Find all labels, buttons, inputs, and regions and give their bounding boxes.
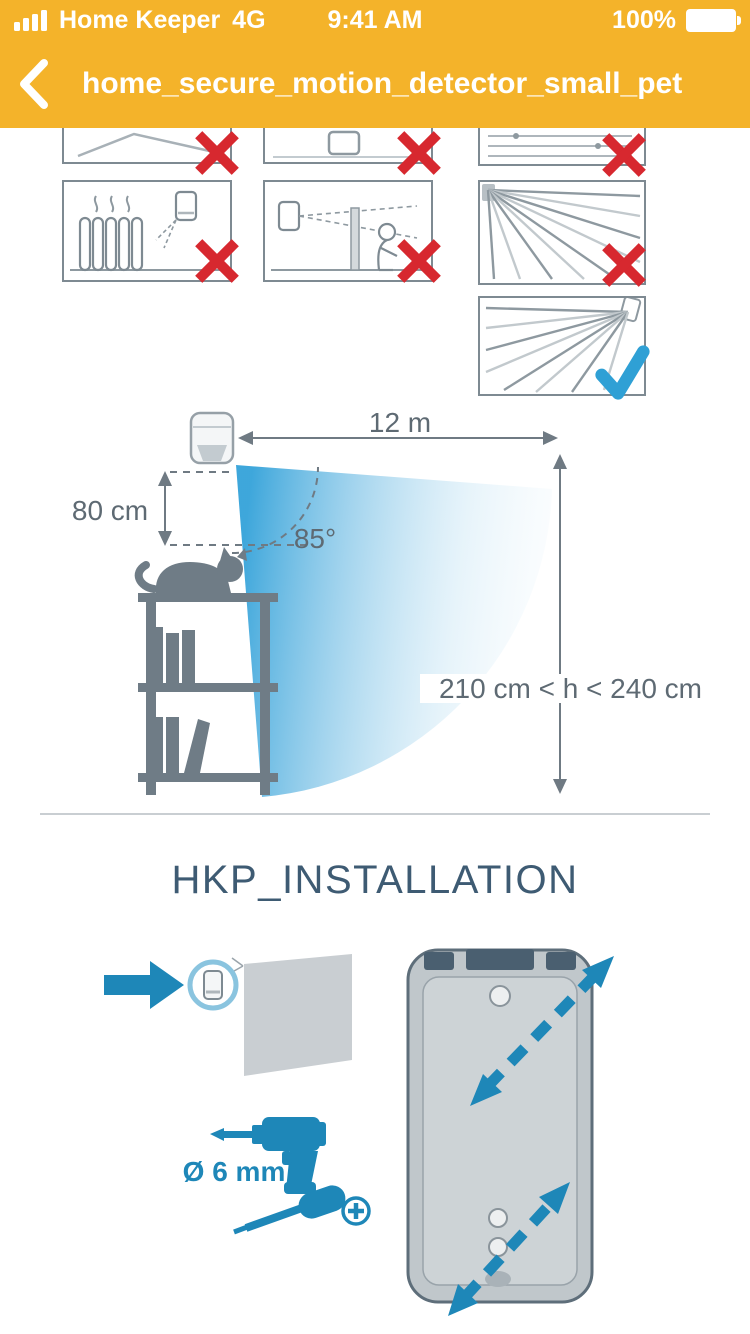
detection-angle-label: 85° [293, 523, 337, 554]
screw-hole [488, 1237, 508, 1257]
coverage-wrong-art [482, 184, 641, 280]
forbidden-icon [397, 239, 441, 283]
wall-icon [244, 954, 352, 1076]
shelf-with-cat-icon [134, 547, 278, 795]
screw-hole [488, 1208, 508, 1228]
drill-diameter-label: Ø 6 mm [182, 1156, 286, 1187]
detection-cone [236, 465, 552, 797]
pet-clearance-label: 80 cm [71, 495, 149, 526]
screwdriver-icon [233, 1185, 346, 1235]
warning-thumb-2 [263, 128, 433, 164]
page-title: home_secure_motion_detector_small_pet [82, 67, 683, 100]
detector-mini-icon [203, 970, 223, 1000]
forbidden-icon [602, 243, 646, 287]
cat-body [155, 562, 231, 593]
forbidden-icon [602, 133, 646, 177]
coverage-correct-art [485, 298, 642, 393]
forbidden-icon [195, 239, 239, 283]
back-button[interactable] [16, 52, 60, 116]
cellular-signal-icon [14, 9, 47, 31]
allowed-icon [595, 345, 650, 400]
carrier-label: Home Keeper [59, 5, 221, 34]
battery-icon [686, 8, 741, 32]
installation-diagram [104, 948, 614, 1316]
forbidden-icon [397, 131, 441, 175]
warning-thumb-2-art [273, 130, 423, 158]
tools-step [210, 1117, 371, 1235]
heater-art [70, 190, 224, 272]
cat-tail [134, 561, 158, 593]
cat-head [217, 556, 243, 582]
wall-mount-step [104, 954, 352, 1076]
placement-diagram [134, 411, 567, 797]
detection-range-label: 12 m [368, 407, 432, 438]
ok-thumb-coverage-correct [478, 296, 646, 396]
insert-arrow-bottom [448, 1182, 570, 1316]
dashed-guides [170, 466, 319, 554]
chevron-left-icon [20, 59, 48, 109]
dimension-mounting-height [553, 454, 567, 794]
obstruction-art [271, 200, 425, 272]
clock-label: 9:41 AM [327, 6, 423, 34]
battery-percent-label: 100% [612, 5, 676, 34]
forbidden-icon [195, 131, 239, 175]
installation-heading: HKP_INSTALLATION [171, 858, 579, 902]
warning-thumb-coverage-wrong [478, 180, 646, 285]
document-scroll-area[interactable]: 12 m 80 cm 85° 210 cm < h < 240 cm HKP_I… [0, 128, 750, 1334]
direction-arrow-icon [104, 961, 184, 1009]
mounting-height-label: 210 cm < h < 240 cm [420, 674, 721, 703]
network-type-label: 4G [232, 5, 266, 34]
warning-thumb-heater [62, 180, 232, 282]
dimension-80cm [158, 471, 172, 546]
drill-icon [210, 1117, 326, 1194]
warning-thumb-1-art [77, 132, 215, 158]
insert-arrow-top [470, 956, 614, 1106]
screw-hole [489, 985, 511, 1007]
status-bar: Home Keeper 4G 9:41 AM 100% [0, 0, 750, 40]
nav-bar: home_secure_motion_detector_small_pet [0, 40, 750, 128]
backplate-step [406, 948, 614, 1316]
motion-detector-icon [189, 411, 235, 465]
section-divider [40, 813, 710, 815]
dimension-12m [238, 431, 558, 445]
phillips-screw-icon [341, 1196, 371, 1226]
warning-thumb-obstruction [263, 180, 433, 282]
